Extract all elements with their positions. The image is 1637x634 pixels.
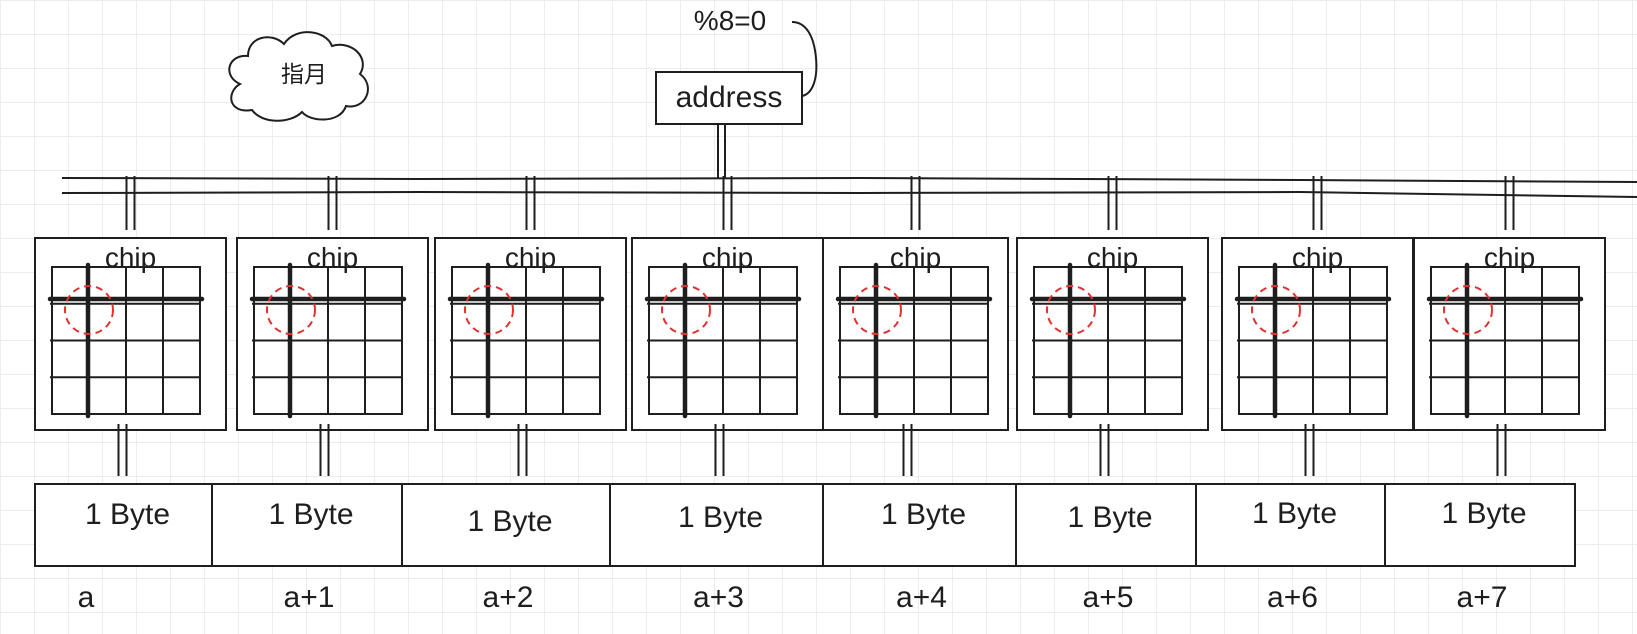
chip-label: chip [702,242,753,273]
byte-box [211,483,403,567]
bus-line-top [61,176,1637,183]
byte-label: 1 Byte [85,498,170,531]
chip: chip [631,176,824,476]
chip-frame [631,237,824,431]
byte-label: 1 Byte [1067,501,1152,534]
chip-label: chip [505,242,556,273]
byte-cell: 1 Byte a+3 [609,483,824,614]
chip: chip [236,176,429,476]
chip-label: chip [307,242,358,273]
chip: chip [822,176,1009,476]
byte-cell: 1 Byte a+5 [1015,483,1197,614]
selected-cell-highlight [1046,285,1096,335]
selected-cell-highlight [266,285,316,335]
chip-label: chip [890,242,941,273]
byte-box [1195,483,1386,567]
byte-cell: 1 Byte a+4 [822,483,1017,614]
byte-cell: 1 Byte a+1 [211,483,403,614]
chip-label: chip [1292,242,1343,273]
byte-label: 1 Byte [467,505,552,538]
chip-frame [434,237,627,431]
byte-cell: 1 Byte a [34,483,213,614]
bus [61,176,1637,198]
note-bracket [791,21,818,97]
address-label: a+3 [693,581,744,614]
address-note: %8=0 [694,5,766,36]
byte-cell: 1 Byte a+7 [1384,483,1576,614]
chip-frame [1413,237,1606,431]
cloud-note: 指月 [228,31,369,122]
selected-cell-highlight [661,285,711,335]
selected-cell-highlight [64,285,114,335]
chip: chip [34,176,227,476]
byte-label: 1 Byte [678,501,763,534]
cloud-shape [228,31,369,122]
chip: chip [434,176,627,476]
byte-label: 1 Byte [1441,497,1526,530]
address-label: a+1 [284,581,335,614]
address-label: a [78,581,95,614]
byte-cell: 1 Byte a+2 [401,483,611,614]
byte-label: 1 Byte [881,498,966,531]
selected-cell-highlight [1251,285,1301,335]
address-label: a+7 [1457,581,1508,614]
cloud-label: 指月 [281,62,327,88]
selected-cell-highlight [1443,285,1493,335]
byte-box [822,483,1017,567]
address-label: a+5 [1083,581,1134,614]
address-label: a+6 [1267,581,1318,614]
byte-box [1015,483,1197,567]
byte-cell: 1 Byte a+6 [1195,483,1386,614]
chip: chip [1413,176,1606,476]
byte-label: 1 Byte [268,498,353,531]
chip-label: chip [1087,242,1138,273]
address-box: address [655,71,803,125]
chips-layer: chip chip chip chip chip chip chip chip [34,176,1606,476]
byte-label: 1 Byte [1252,497,1337,530]
chip-frame [1016,237,1209,431]
chip: chip [1016,176,1209,476]
chip-label: chip [105,242,156,273]
chip-frame [822,237,1009,431]
selected-cell-highlight [464,285,514,335]
cell-grid [838,266,989,415]
chip-label: chip [1484,242,1535,273]
address-label: a+2 [483,581,534,614]
chip: chip [1221,176,1414,476]
chip-frame [34,237,227,431]
chip-frame [1221,237,1414,431]
bus-line-bottom [61,190,1637,198]
address-box-frame [655,71,803,125]
byte-box [1384,483,1576,567]
address-label: address [676,81,783,114]
selected-cell-highlight [852,285,902,335]
address-label: a+4 [896,581,947,614]
byte-box [609,483,824,567]
chip-frame [236,237,429,431]
byte-box [34,483,213,567]
cell-grid [647,266,798,415]
